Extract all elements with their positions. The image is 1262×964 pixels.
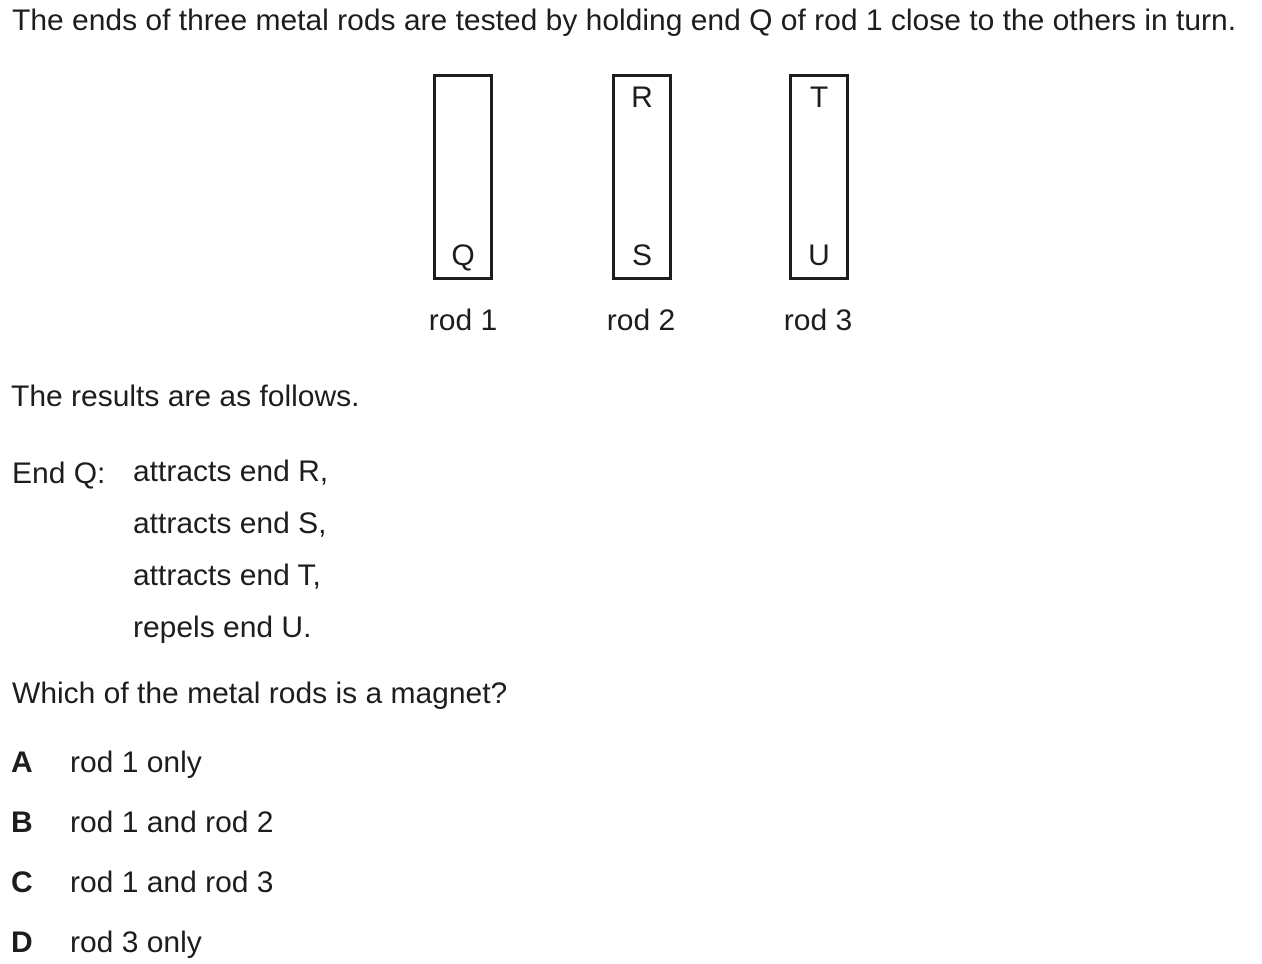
rod-2-bottom-label: S	[631, 239, 652, 272]
options-list: A rod 1 only B rod 1 and rod 2 C rod 1 a…	[0, 748, 700, 964]
rod-2: R S	[612, 74, 672, 280]
option-a-letter: A	[11, 746, 33, 779]
option-b-letter: B	[11, 806, 33, 839]
rod-1: Q	[433, 74, 493, 280]
result-line: attracts end R,	[133, 455, 329, 488]
rod-3-bottom-label: U	[808, 239, 830, 272]
option-c-text: rod 1 and rod 3	[70, 866, 274, 899]
option-d: D rod 3 only	[0, 928, 700, 958]
results-label: End Q:	[12, 457, 106, 490]
option-c: C rod 1 and rod 3	[0, 868, 700, 898]
rod-3-caption: rod 3	[783, 304, 853, 337]
rod-2-top-label: R	[631, 81, 653, 114]
result-line: attracts end S,	[133, 507, 327, 540]
question-intro: The ends of three metal rods are tested …	[12, 4, 1237, 37]
rod-1-bottom-label: Q	[451, 239, 475, 272]
option-b: B rod 1 and rod 2	[0, 808, 700, 838]
option-d-text: rod 3 only	[70, 926, 202, 959]
option-c-letter: C	[11, 866, 33, 899]
rod-2-caption: rod 2	[606, 304, 676, 337]
result-line: repels end U.	[133, 611, 312, 644]
rod-3-top-label: T	[809, 81, 829, 114]
option-a-text: rod 1 only	[70, 746, 202, 779]
rod-3: T U	[789, 74, 849, 280]
option-d-letter: D	[11, 926, 33, 959]
option-b-text: rod 1 and rod 2	[70, 806, 274, 839]
rod-1-caption: rod 1	[428, 304, 498, 337]
results-intro: The results are as follows.	[11, 380, 360, 413]
option-a: A rod 1 only	[0, 748, 700, 778]
question-text: Which of the metal rods is a magnet?	[12, 677, 508, 710]
result-line: attracts end T,	[133, 559, 321, 592]
results-list: attracts end R, attracts end S, attracts…	[133, 457, 328, 665]
